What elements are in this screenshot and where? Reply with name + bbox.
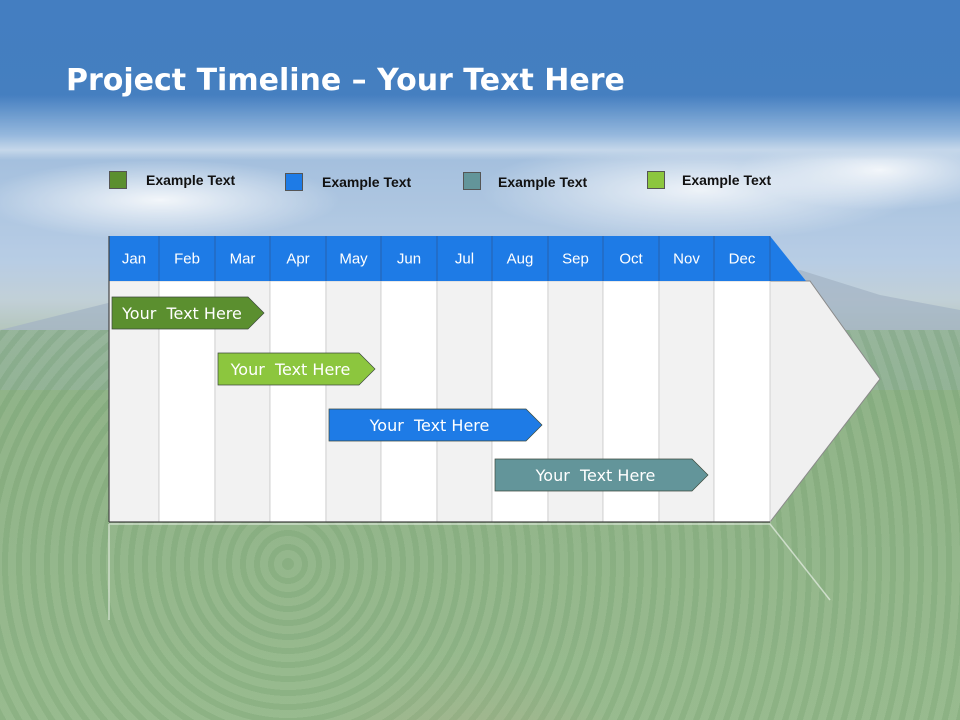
legend-item-4 [647,170,665,190]
month-label-aug: Aug [507,251,534,268]
title-rest: – Your Text Here [341,63,625,98]
task-label-2: Your Text Here [230,360,351,379]
legend-label-4: Example Text [682,172,772,188]
legend-item-1 [109,170,127,190]
task-label-4: Your Text Here [535,466,656,485]
month-column [713,280,771,523]
legend-swatch-1 [109,171,127,189]
task-bar-1 [111,296,265,330]
task-label-3: Your Text Here [369,416,490,435]
month-label-dec: Dec [729,251,756,268]
timeline-header [109,236,806,281]
month-label-oct: Oct [619,251,643,268]
legend-label-3: Example Text [498,174,588,190]
task-bar-2 [217,352,376,386]
legend-item-3 [463,171,481,191]
month-label-feb: Feb [174,251,200,268]
page-title: Project Timeline – Your Text Here [66,58,625,104]
month-label-apr: Apr [286,251,309,268]
month-label-may: May [339,251,368,268]
task-label-1: Your Text Here [121,304,242,323]
month-label-jun: Jun [397,251,421,268]
legend-swatch-3 [463,172,481,190]
legend-label-1: Example Text [146,172,236,188]
title-bold: Project Timeline [66,63,342,98]
month-label-nov: Nov [673,251,700,268]
month-column [380,280,438,523]
legend-swatch-2 [285,173,303,191]
month-label-sep: Sep [562,251,589,268]
task-bar-3 [328,408,543,442]
month-column [436,280,493,523]
timeline-reflection [108,523,831,620]
month-label-jul: Jul [455,251,474,268]
legend-item-2 [285,172,303,192]
legend-label-2: Example Text [322,174,412,190]
month-column [269,280,327,523]
month-label-mar: Mar [230,251,256,268]
month-label-jan: Jan [122,251,146,268]
task-bar-4 [494,458,709,492]
month-column [325,280,382,523]
legend-swatch-4 [647,171,665,189]
